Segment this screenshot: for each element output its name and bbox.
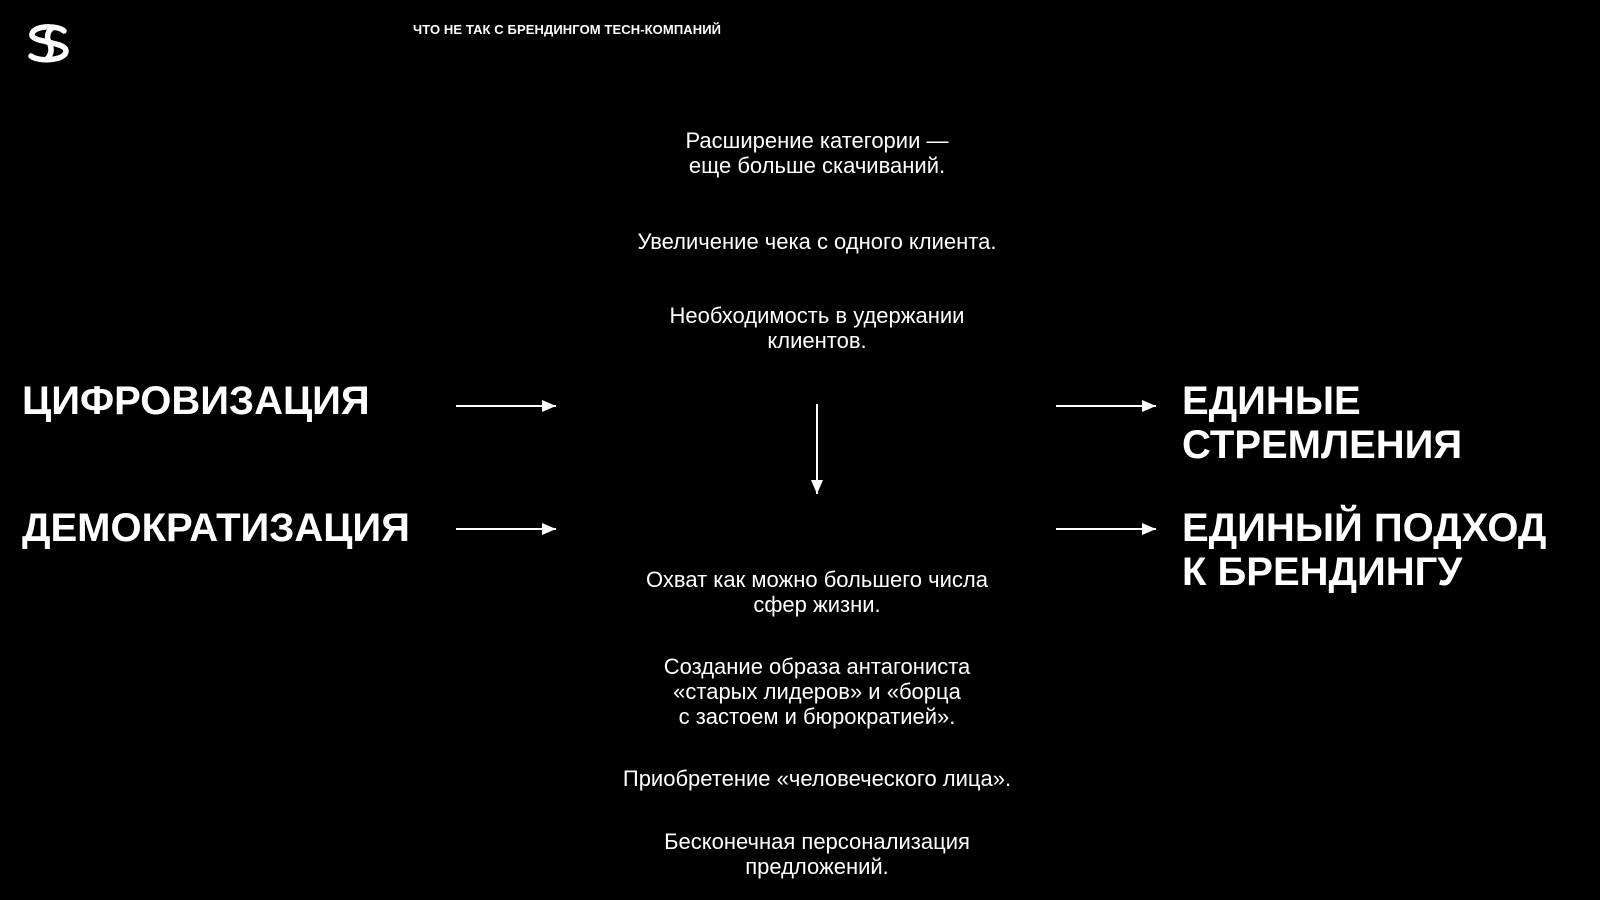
center-note-check-increase: Увеличение чека с одного клиента. <box>637 229 997 254</box>
right-result-common-aspirations: ЕДИНЫЕ СТРЕМЛЕНИЯ <box>1182 379 1463 467</box>
right-result-common-branding-approach: ЕДИНЫЙ ПОДХОД К БРЕНДИНГУ <box>1182 506 1547 594</box>
center-note-endless-personalization: Бесконечная персонализация предложений. <box>664 829 970 879</box>
left-concept-democratization: ДЕМОКРАТИЗАЦИЯ <box>22 506 410 550</box>
center-note-human-face: Приобретение «человеческого лица». <box>622 766 1012 791</box>
center-note-life-spheres-coverage: Охват как можно большего числа сфер жизн… <box>646 567 988 617</box>
slide-header-title: ЧТО НЕ ТАК С БРЕНДИНГОМ ТЕСН-КОМПАНИЙ <box>413 22 722 37</box>
center-note-category-expansion: Расширение категории — еще больше скачив… <box>685 128 949 178</box>
center-note-client-retention: Необходимость в удержании клиентов. <box>669 303 965 353</box>
center-note-antagonist-image: Создание образа антагониста «старых лиде… <box>663 654 971 729</box>
company-logo <box>28 24 69 63</box>
left-concept-digitalization: ЦИФРОВИЗАЦИЯ <box>22 379 370 423</box>
